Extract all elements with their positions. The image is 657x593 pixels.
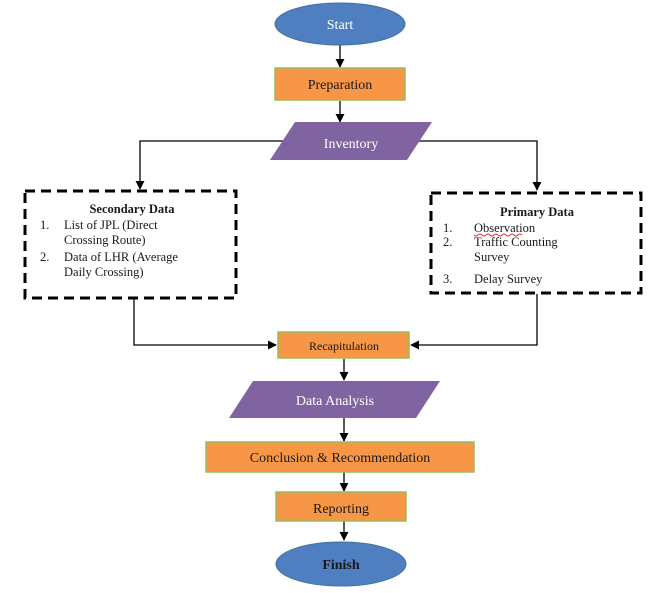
finish-label: Finish xyxy=(322,558,360,573)
secondary-title: Secondary Data xyxy=(89,202,175,216)
primary-title: Primary Data xyxy=(500,205,575,219)
spellcheck-underline xyxy=(473,233,523,237)
recapitulation-node: Recapitulation xyxy=(277,331,410,359)
reporting-node: Reporting xyxy=(275,491,407,522)
inventory-node: Inventory xyxy=(270,122,432,160)
primary-item-2-line1: Traffic Counting xyxy=(474,235,558,249)
analysis-label: Data Analysis xyxy=(296,394,374,409)
conclusion-label: Conclusion & Recommendation xyxy=(250,451,430,466)
conclusion-node: Conclusion & Recommendation xyxy=(205,441,475,473)
secondary-item-2-line2: Daily Crossing) xyxy=(64,265,144,279)
secondary-item-2-line1: Data of LHR (Average xyxy=(64,250,178,264)
arrow-secondary-recap xyxy=(133,299,277,350)
primary-data-box: Primary Data 1. Observation 2. Traffic C… xyxy=(429,191,643,295)
primary-item-1-num: 1. xyxy=(443,221,452,235)
secondary-item-1-line2: Crossing Route) xyxy=(64,233,146,247)
reporting-label: Reporting xyxy=(313,502,369,517)
secondary-data-box: Secondary Data 1. List of JPL (Direct Cr… xyxy=(23,189,238,300)
arrow-inventory-primary xyxy=(408,140,542,191)
preparation-label: Preparation xyxy=(308,78,373,93)
analysis-node: Data Analysis xyxy=(229,381,440,418)
primary-item-1-line1: Observation xyxy=(474,221,536,235)
start-label: Start xyxy=(327,18,354,33)
finish-node: Finish xyxy=(275,541,407,587)
secondary-item-1-num: 1. xyxy=(40,218,49,232)
preparation-node: Preparation xyxy=(274,67,406,101)
primary-item-2-line2: Survey xyxy=(474,250,510,264)
start-node: Start xyxy=(274,2,406,46)
primary-item-3-line1: Delay Survey xyxy=(474,272,543,286)
secondary-item-2-num: 2. xyxy=(40,250,49,264)
secondary-item-1-line1: List of JPL (Direct xyxy=(64,218,158,232)
inventory-label: Inventory xyxy=(324,137,378,152)
connectors xyxy=(133,45,542,541)
primary-item-2-num: 2. xyxy=(443,235,452,249)
primary-item-3-num: 3. xyxy=(443,272,452,286)
recapitulation-label: Recapitulation xyxy=(309,339,379,353)
arrow-inventory-secondary xyxy=(135,140,290,190)
arrow-primary-recap xyxy=(410,294,538,350)
